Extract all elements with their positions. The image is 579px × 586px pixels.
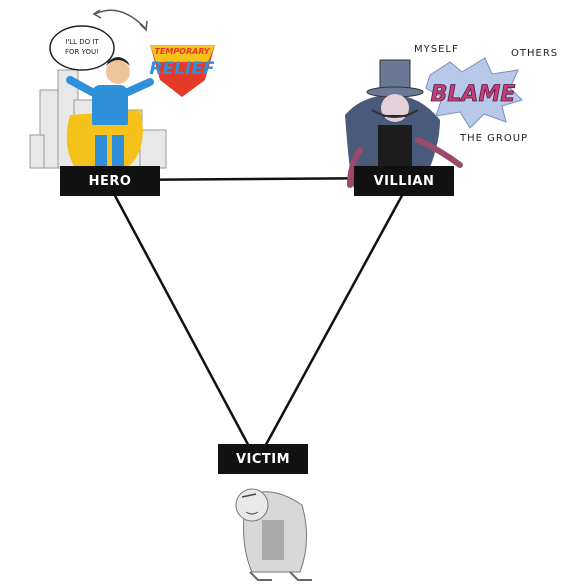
blame-target-group: THE GROUP xyxy=(459,133,528,144)
blame-burst: BLAME xyxy=(425,57,523,129)
badge-text-line2: RELIEF xyxy=(149,59,214,79)
badge-text-line1: TEMPORARY xyxy=(154,47,210,56)
curved-arrow-icon xyxy=(94,9,146,29)
edge-hero-victim xyxy=(110,189,254,453)
edge-villain-victim xyxy=(260,189,407,453)
blame-word: BLAME xyxy=(431,82,516,107)
superhero-figure xyxy=(66,57,154,175)
villain-label: VILLIAN xyxy=(354,166,454,196)
speech-text-line1: I'LL DO IT xyxy=(65,38,99,46)
victim-illustration xyxy=(235,488,312,581)
speech-text-line2: FOR YOU! xyxy=(65,48,99,56)
victim-label: VICTIM xyxy=(218,444,308,474)
speech-bubble xyxy=(49,25,115,71)
hero-label: HERO xyxy=(60,166,160,196)
blame-target-others: OTHERS xyxy=(511,48,558,59)
temporary-relief-badge: TEMPORARY RELIEF xyxy=(149,45,215,97)
hero-illustration: I'LL DO IT FOR YOU! TEMPORARY RELIEF xyxy=(29,9,215,175)
blame-target-myself: MYSELF xyxy=(414,44,459,55)
